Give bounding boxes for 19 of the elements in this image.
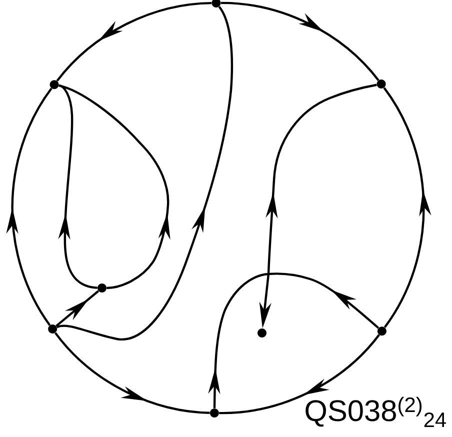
curved-arrow [208, 272, 269, 408]
arc-arrow [220, 2, 380, 82]
figure-label: QS038$^{(2)}$24 [306, 396, 446, 428]
curved-arrow [266, 84, 377, 274]
curved-arrow [268, 272, 380, 329]
arc-arrow [54, 332, 210, 414]
dot [48, 324, 58, 334]
curved-arrow [56, 6, 234, 340]
dot [258, 328, 266, 338]
dot [376, 80, 386, 89]
arrow [55, 290, 100, 327]
dot [98, 284, 106, 292]
dot [210, 408, 219, 418]
arc-arrow [6, 88, 52, 326]
arc-arrow [56, 2, 212, 82]
dot [377, 326, 386, 336]
curved-arrow [58, 84, 98, 289]
dot [50, 80, 59, 90]
arc-arrow [219, 334, 380, 414]
